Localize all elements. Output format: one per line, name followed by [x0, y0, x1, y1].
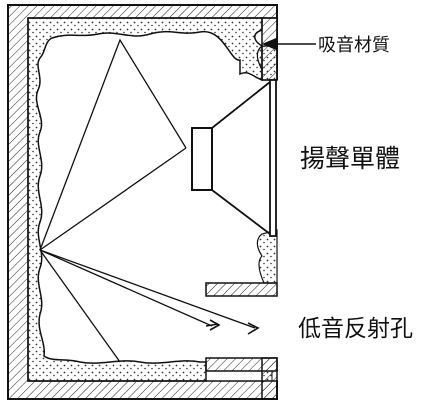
speaker-driver-drawing — [191, 79, 277, 237]
enclosure-walls — [7, 4, 282, 400]
absorbent-material-label: 吸音材質 — [318, 35, 390, 56]
bass-reflex-port-label: 低音反射孔 — [298, 316, 413, 342]
sound-reflection-lines — [39, 38, 256, 363]
speaker-driver-label: 揚聲單體 — [300, 144, 401, 173]
arrows — [205, 37, 316, 335]
